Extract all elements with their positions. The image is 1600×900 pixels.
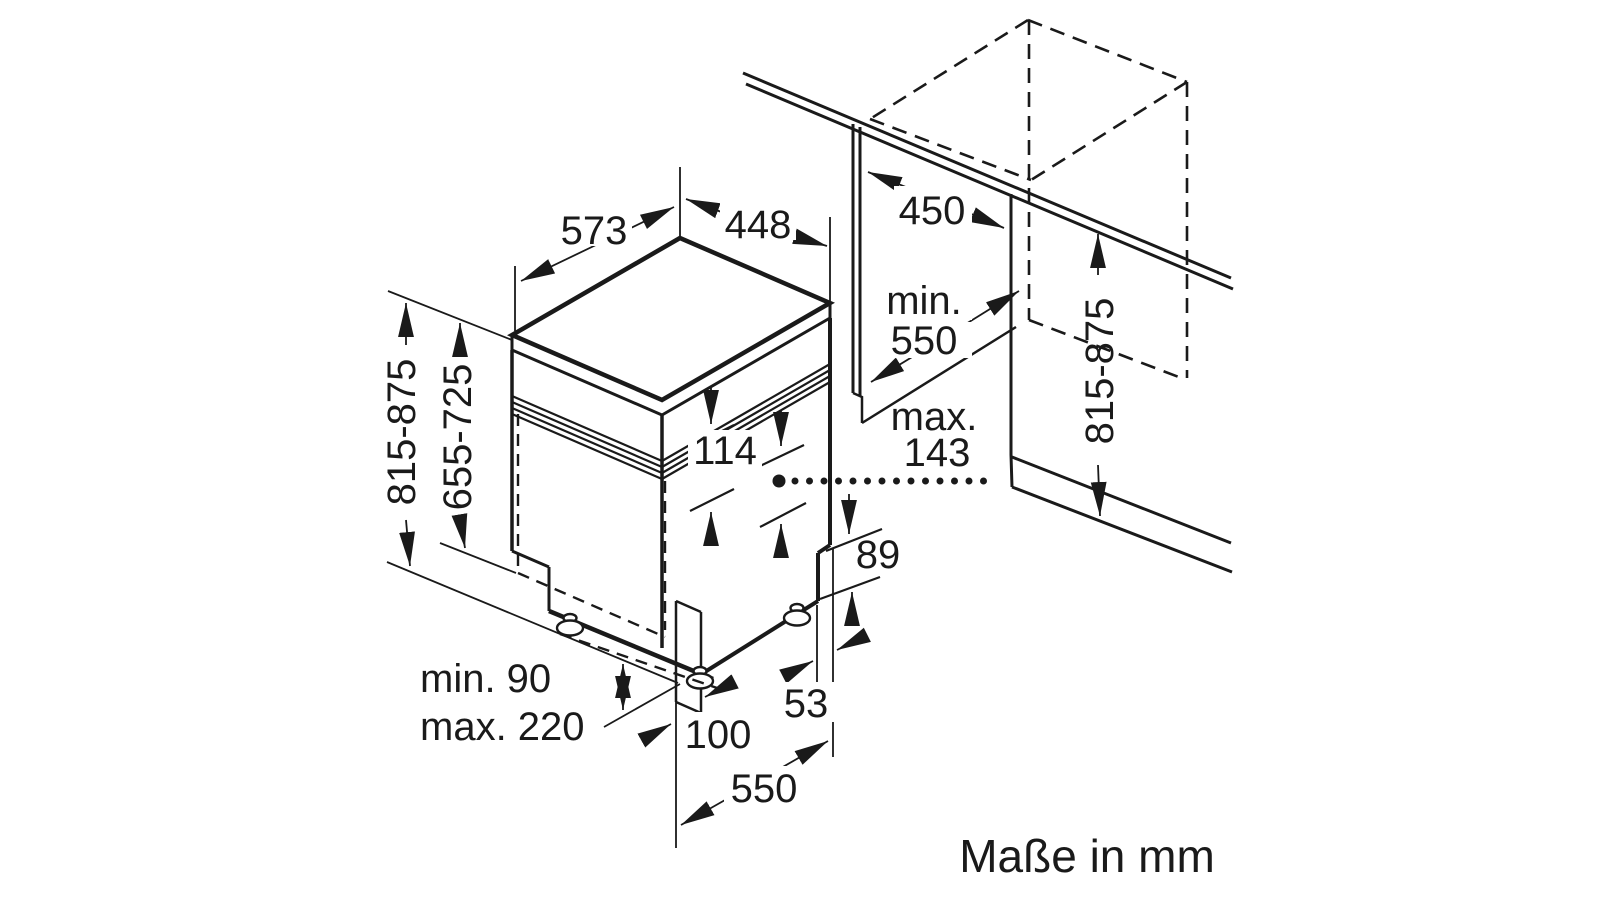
label-max-offset-word: max.	[891, 395, 978, 439]
label-max-offset-value: 143	[904, 431, 971, 475]
label-niche-height-left: 815-875	[380, 359, 424, 506]
label-appliance-depth-top: 448	[725, 203, 792, 247]
label-door-height: 655-725	[436, 364, 480, 511]
control-panel-strip	[511, 363, 831, 481]
label-notch-height: 89	[856, 533, 901, 577]
label-foot-inset: 100	[685, 713, 752, 757]
label-niche-width: 450	[899, 189, 966, 233]
label-niche-depth-min-value: 550	[891, 319, 958, 363]
label-niche-height-right: 815-875	[1078, 298, 1122, 445]
max-offset-dotted-leader	[772, 474, 989, 488]
units-note: Maße in mm	[959, 830, 1215, 882]
worktop	[742, 71, 1234, 291]
cabinet-side-panel	[1009, 194, 1233, 574]
label-notch-depth: 53	[784, 682, 829, 726]
label-plinth-max: max. 220	[420, 705, 585, 749]
label-control-panel-height: 114	[693, 429, 757, 473]
label-halos	[556, 186, 972, 808]
label-plinth-min: min. 90	[420, 657, 551, 701]
label-appliance-width: 573	[561, 209, 628, 253]
cabinet-side-wall	[851, 124, 864, 423]
base-corner-panel	[674, 599, 703, 715]
dimension-lines	[398, 171, 1107, 826]
label-niche-depth-min-word: min.	[886, 279, 962, 323]
label-base-depth: 550	[731, 767, 798, 811]
niche-dashed-box	[869, 18, 1189, 381]
extension-lines	[514, 167, 834, 848]
door-panel-dashed-outline	[516, 414, 721, 691]
niche-floor-line	[861, 325, 1017, 425]
